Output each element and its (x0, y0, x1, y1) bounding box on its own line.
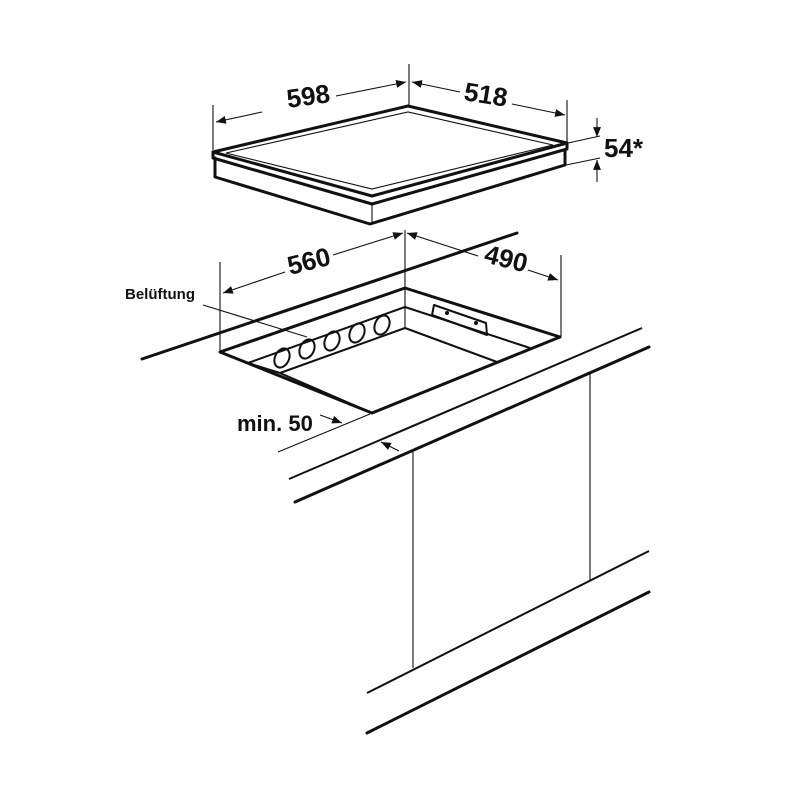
countertop-front-reference (277, 413, 371, 453)
hob-width-label: 598 (285, 78, 332, 114)
cutout-outline (218, 286, 562, 415)
countertop-back-edge (140, 231, 519, 361)
hob-dimensions: 598 518 54* (212, 64, 644, 182)
hob-height-label: 54* (604, 133, 644, 163)
hob-top-surface (211, 104, 569, 198)
ventilation-hole (273, 347, 291, 369)
hob-unit (211, 104, 569, 226)
cutout-width-arrow-left (222, 271, 286, 294)
min-distance-arrow-bottom (380, 441, 400, 452)
base-cabinet (365, 373, 651, 735)
depth-arrow-right (511, 103, 566, 117)
plinth-top-line (366, 550, 650, 694)
cutout-floor-front-edge (279, 372, 373, 414)
cutout-floor-left (247, 362, 281, 374)
cutout-depth-arrow-right (527, 269, 559, 281)
ventilation-hole (323, 330, 341, 352)
cutout-depth-label: 490 (482, 239, 531, 279)
cutout-width-label: 560 (284, 241, 333, 281)
hob-depth-label: 518 (462, 76, 510, 112)
cutout-floor-back-edge (279, 327, 406, 374)
cutout-floor-right-edge (404, 327, 498, 363)
cutout-width-arrow-right (332, 232, 404, 256)
extension-line (567, 135, 601, 144)
plinth-bottom-line (365, 590, 651, 735)
countertop (140, 230, 651, 504)
ventilation-hole (373, 314, 391, 336)
extension-line (565, 157, 601, 166)
ventilation-label: Belüftung (125, 286, 195, 303)
width-arrow-right (335, 80, 407, 97)
hob-glass-inner-edge (225, 111, 554, 190)
min-distance-arrow-top (319, 414, 343, 424)
ventilation-leader-line (202, 304, 308, 338)
countertop-front-top-edge (288, 327, 643, 480)
ventilation-hole (298, 338, 316, 360)
hob-frame-edge (211, 141, 569, 206)
cutout-depth-arrow-left (406, 232, 479, 257)
hob-body (213, 148, 567, 226)
ventilation-hole (348, 322, 366, 344)
mounting-bracket (431, 304, 488, 336)
min-distance-label: min. 50 (237, 411, 313, 436)
countertop-front-bottom-edge (293, 345, 651, 504)
ventilation-holes (273, 314, 391, 369)
depth-arrow-left (411, 80, 461, 93)
width-arrow-left (215, 111, 263, 124)
